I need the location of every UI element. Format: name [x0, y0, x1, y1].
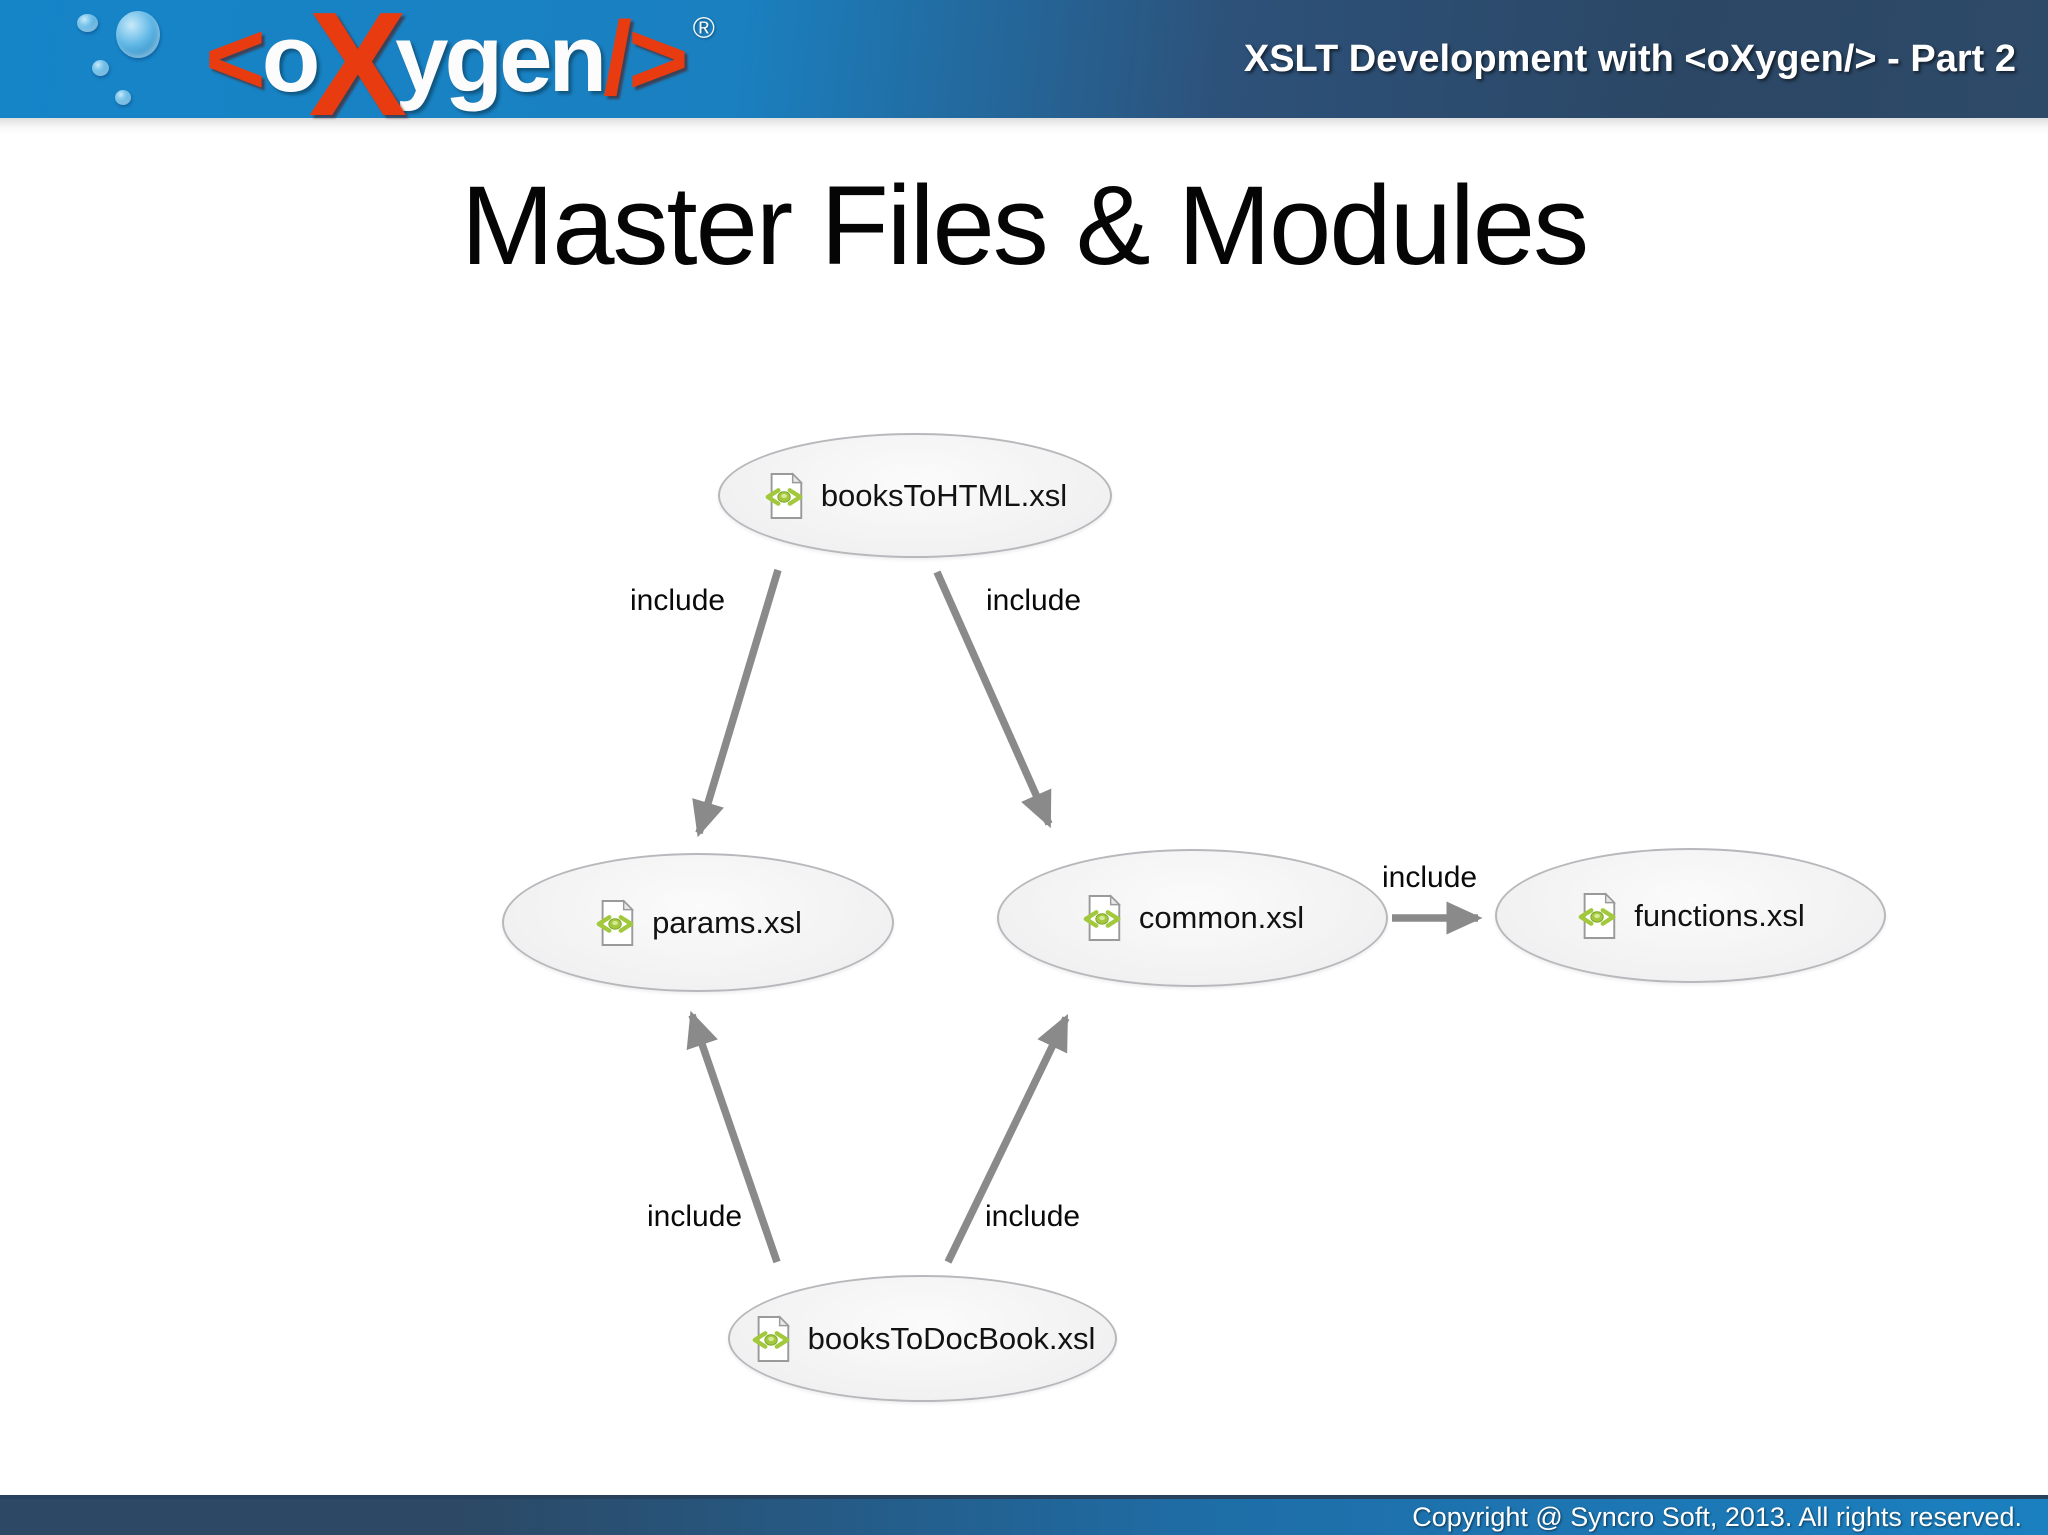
node-functions: functions.xsl — [1495, 848, 1886, 983]
node-label: booksToDocBook.xsl — [807, 1320, 1096, 1356]
registered-trademark-icon: ® — [692, 12, 715, 45]
footer-bar: Copyright @ Syncro Soft, 2013. All right… — [0, 1495, 2048, 1535]
node-bookstodocbook: booksToDocBook.xsl — [728, 1275, 1117, 1402]
node-label: params.xsl — [652, 904, 802, 940]
include-arrow — [933, 570, 1053, 829]
xsl-file-icon — [752, 1314, 790, 1362]
node-bookstohtml: booksToHTML.xsl — [718, 433, 1112, 558]
xsl-file-icon — [1578, 891, 1617, 939]
header-bottom-edge — [0, 118, 2048, 134]
bubble-icon — [92, 60, 109, 76]
header-title: XSLT Development with <oXygen/> - Part 2 — [1243, 37, 2016, 80]
oxygen-logo: < o X ygen /> ® — [205, 0, 715, 147]
xsl-file-icon — [765, 471, 803, 519]
include-arrow — [944, 1013, 1070, 1264]
bubble-icon — [77, 14, 98, 32]
xsl-file-icon — [596, 898, 635, 946]
copyright-text: Copyright @ Syncro Soft, 2013. All right… — [1412, 1501, 2022, 1532]
node-label: functions.xsl — [1634, 897, 1805, 933]
node-label: booksToHTML.xsl — [820, 477, 1068, 513]
xsl-file-icon — [1083, 894, 1121, 941]
logo-open-bracket: < — [205, 0, 266, 117]
edge-label-include: include — [985, 1200, 1081, 1233]
bubble-icon — [115, 90, 131, 105]
logo-letter-o: o — [261, 5, 321, 112]
header-bar: < o X ygen /> ® XSLT Development with <o… — [0, 0, 2048, 147]
bubble-icon — [116, 11, 160, 58]
edge-label-include: include — [647, 1200, 743, 1233]
node-label: common.xsl — [1138, 900, 1305, 935]
edge-label-include: include — [1382, 861, 1478, 894]
logo-close-tag: /> — [603, 0, 689, 117]
include-arrow — [692, 568, 782, 838]
node-params: params.xsl — [502, 853, 894, 992]
page-title: Master Files & Modules — [460, 163, 1589, 288]
edge-label-include: include — [630, 584, 726, 617]
edge-label-include: include — [986, 584, 1082, 617]
logo-letters-ygen: ygen — [395, 5, 607, 112]
logo-letter-x: X — [308, 0, 407, 147]
node-common: common.xsl — [997, 849, 1388, 987]
include-arrow — [686, 1010, 781, 1264]
